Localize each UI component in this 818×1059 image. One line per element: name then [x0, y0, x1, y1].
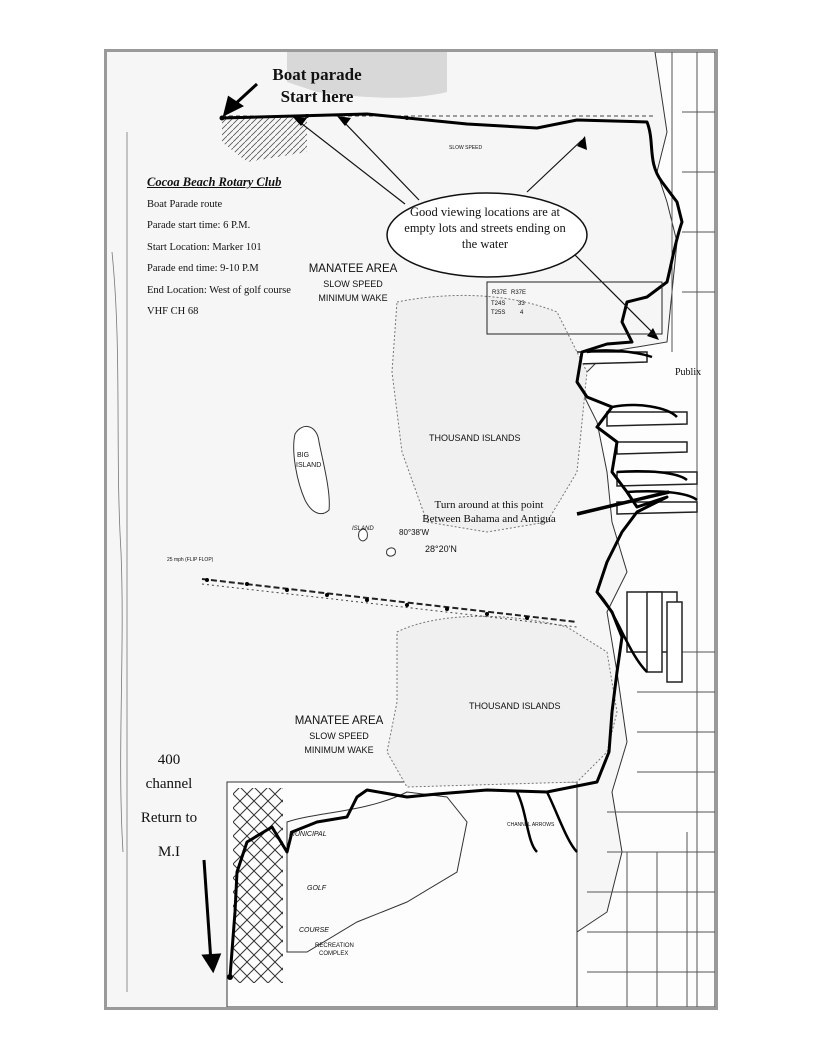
- municipal-label: MUNICIPAL: [289, 831, 327, 838]
- north-hatch: [222, 116, 307, 162]
- finger-canals: [576, 351, 698, 683]
- big-island-label-2: ISLAND: [296, 462, 321, 469]
- club-line-end-location: End Location: West of golf course: [147, 284, 291, 296]
- big-island-label-1: BIG: [297, 452, 309, 459]
- golf-hatched-area: [233, 788, 283, 983]
- publix-label: Publix: [675, 367, 702, 378]
- grid-box: [486, 281, 663, 335]
- golf-label: GOLF: [307, 885, 327, 892]
- course-label: COURSE: [299, 927, 329, 934]
- flip-flop-label: 25 mph (FLIP FLOP): [167, 557, 214, 563]
- club-title: Cocoa Beach Rotary Club: [147, 175, 282, 189]
- small-island-1: [358, 528, 368, 542]
- grid-label-4: 4: [520, 310, 524, 316]
- small-island-2: [386, 547, 396, 557]
- viewing-callout-text: Good viewing locations are at empty lots…: [404, 205, 566, 251]
- club-line-start-location: Start Location: Marker 101: [147, 241, 262, 253]
- return-arrow: [201, 859, 222, 974]
- club-line-start-time: Parade start time: 6 P.M.: [147, 220, 251, 231]
- start-callout: Boat parade Start here: [257, 64, 377, 108]
- viewing-arrowhead-2: [337, 116, 351, 126]
- north-shore: [287, 52, 447, 98]
- slow-speed-label: SLOW SPEED: [449, 145, 482, 151]
- viewing-arrowhead-3: [577, 136, 587, 150]
- turnaround-arrow: [576, 490, 670, 516]
- return-callout: 400 channel Return to M.I: [131, 748, 207, 864]
- thousand-islands-north-label: THOUSAND ISLANDS: [429, 433, 521, 443]
- latitude-label: 28°20'N: [425, 544, 457, 554]
- manatee-north-line-2: SLOW SPEED: [323, 279, 383, 289]
- manatee-south-line-2: SLOW SPEED: [309, 731, 369, 741]
- map-frame: THOUSAND ISLANDS THOUSAND ISLANDS BIG IS…: [104, 49, 718, 1010]
- viewing-ellipse: [386, 192, 588, 278]
- grid-label-r37e-1: R37E: [492, 290, 507, 296]
- manatee-south-line-3: MINIMUM WAKE: [304, 745, 373, 755]
- turnaround-callout: Turn around at this point Between Bahama…: [399, 498, 579, 526]
- north-thousand-islands: [391, 294, 588, 533]
- municipal-golf-course: [286, 791, 468, 953]
- manatee-north-line-1: MANATEE AREA: [309, 263, 398, 275]
- start-callout-line-2: Start here: [280, 87, 354, 106]
- start-arrow: [222, 82, 259, 117]
- canal-loops: [515, 349, 698, 853]
- return-line-4: M.I: [157, 844, 181, 860]
- channel-arrows-label: CHANNEL ARROWS: [507, 822, 555, 828]
- return-line-1: 400: [157, 752, 181, 768]
- west-channel: [111, 132, 128, 992]
- club-line-vhf: VHF CH 68: [147, 306, 199, 317]
- return-line-2: channel: [145, 776, 193, 792]
- thousand-islands-south-label: THOUSAND ISLANDS: [469, 701, 561, 711]
- longitude-label: 80°38'W: [399, 528, 430, 537]
- club-line-route: Boat Parade route: [147, 198, 223, 210]
- club-info: Cocoa Beach Rotary Club Boat Parade rout…: [147, 172, 291, 323]
- manatee-north-line-3: MINIMUM WAKE: [318, 293, 387, 303]
- big-island: [293, 426, 330, 515]
- grid-label-r37e-2: R37E: [511, 290, 526, 296]
- grid-label-t25s: T25S: [491, 310, 505, 316]
- grid-label-33: 33: [518, 301, 525, 307]
- grid-label-t24s: T24S: [491, 301, 505, 307]
- viewing-arrowhead-1: [292, 116, 307, 126]
- street-grid: [587, 52, 715, 1007]
- boat-parade-map: THOUSAND ISLANDS THOUSAND ISLANDS BIG IS…: [107, 52, 715, 1007]
- parade-route: [221, 112, 684, 978]
- turnaround-line-1: Turn around at this point: [434, 499, 544, 511]
- return-line-3: Return to: [140, 810, 198, 826]
- island-label: ISLAND: [352, 526, 374, 532]
- manatee-south-line-1: MANATEE AREA: [295, 715, 384, 727]
- club-line-end-time: Parade end time: 9-10 P.M: [147, 263, 259, 274]
- channel-markers: [205, 114, 529, 980]
- recreation-label-2: COMPLEX: [319, 951, 348, 957]
- viewing-pointer-lines: [296, 119, 658, 338]
- start-callout-line-1: Boat parade: [272, 65, 362, 84]
- recreation-label-1: RECREATION: [315, 943, 354, 949]
- turnaround-line-2: Between Bahama and Antigua: [422, 513, 556, 525]
